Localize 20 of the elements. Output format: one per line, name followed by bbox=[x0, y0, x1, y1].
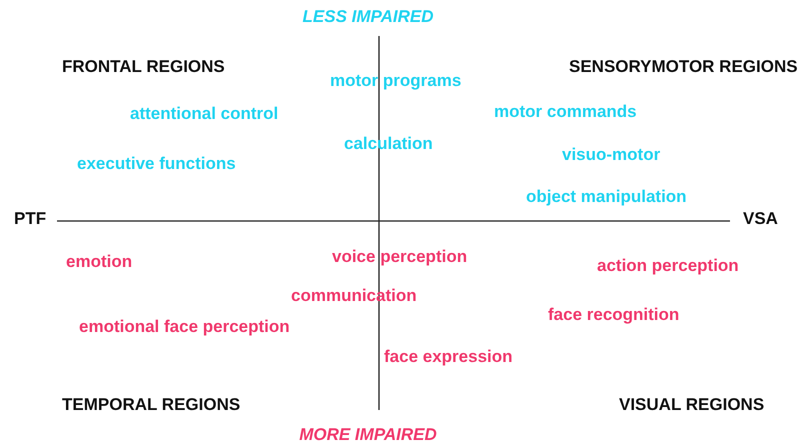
function-label: executive functions bbox=[77, 154, 236, 174]
axis-title: LESS IMPAIRED bbox=[302, 7, 434, 27]
function-label: motor commands bbox=[494, 102, 637, 122]
region-label: TEMPORAL REGIONS bbox=[62, 395, 240, 415]
function-label: voice perception bbox=[332, 247, 468, 267]
region-label: VISUAL REGIONS bbox=[619, 395, 764, 415]
region-label: SENSORYMOTOR REGIONS bbox=[569, 57, 798, 77]
axis-end-label: VSA bbox=[743, 209, 778, 229]
axis-title: MORE IMPAIRED bbox=[299, 425, 437, 445]
function-label: visuo-motor bbox=[562, 145, 660, 165]
function-label: attentional control bbox=[130, 104, 278, 124]
region-label: FRONTAL REGIONS bbox=[62, 57, 225, 77]
axis-end-label: PTF bbox=[14, 209, 46, 229]
function-label: face expression bbox=[384, 347, 513, 367]
function-label: object manipulation bbox=[526, 187, 687, 207]
function-label: face recognition bbox=[548, 305, 680, 325]
function-label: emotional face perception bbox=[79, 317, 290, 337]
function-label: emotion bbox=[66, 252, 132, 272]
function-label: action perception bbox=[597, 256, 739, 276]
function-label: motor programs bbox=[330, 71, 462, 91]
